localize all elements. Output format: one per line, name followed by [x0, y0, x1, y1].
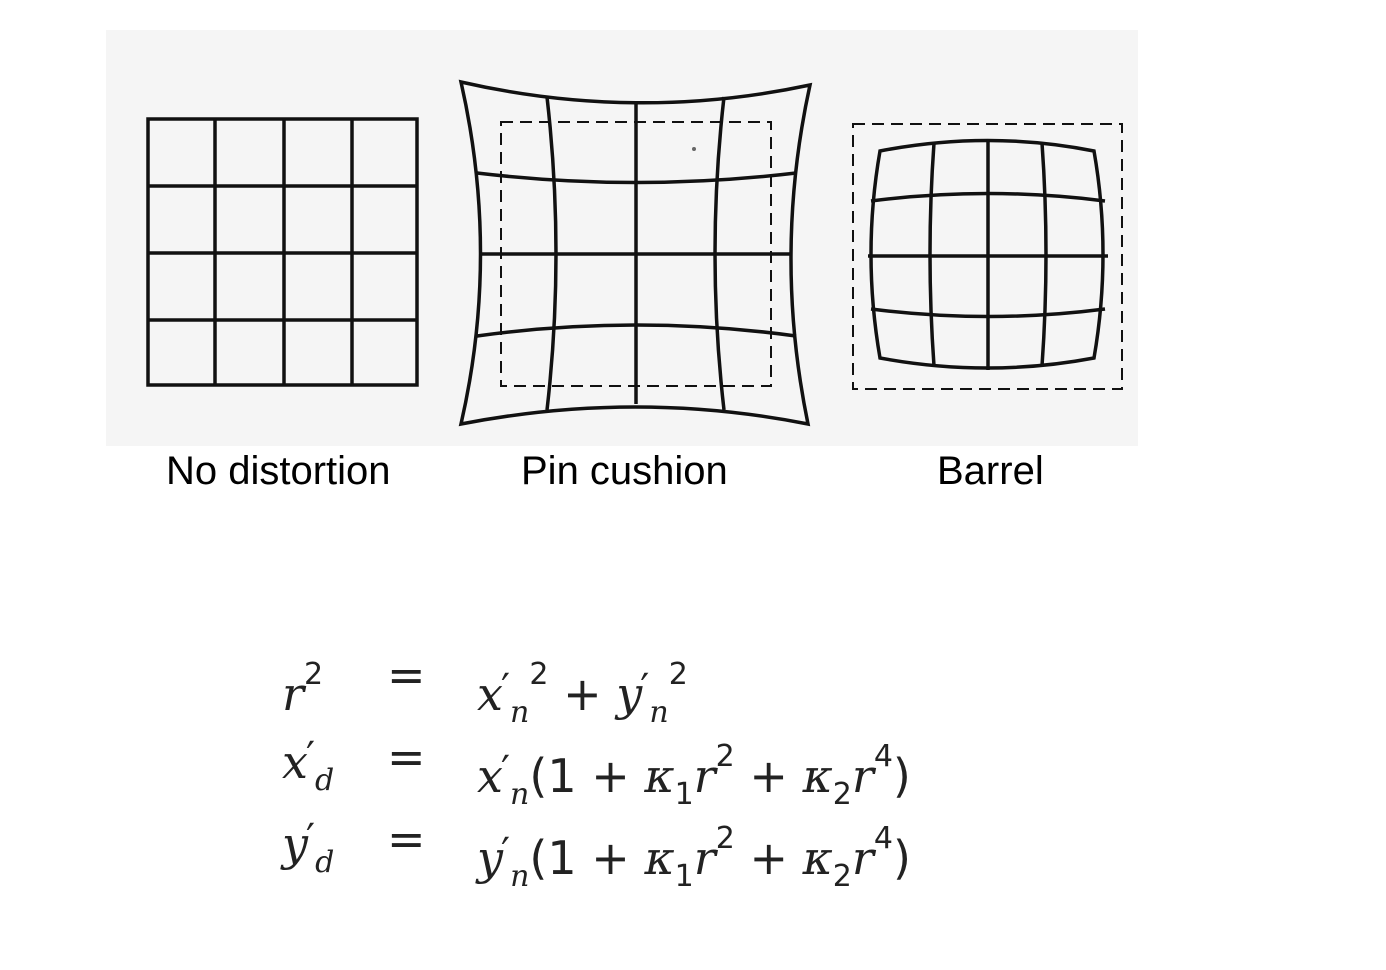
prime: ′: [500, 748, 511, 794]
exponent: 2: [715, 821, 735, 856]
subscript: n: [510, 859, 530, 894]
symbol-x: x: [477, 667, 503, 721]
symbol-kappa: κ: [644, 749, 675, 803]
grid-line: [476, 323, 797, 338]
paren: (: [529, 749, 548, 803]
equation-lhs: r2: [282, 640, 323, 729]
caption-barrel: Barrel: [937, 449, 1044, 493]
grid-line: [870, 191, 1106, 203]
symbol-x: x: [477, 749, 503, 803]
equals-sign: =: [387, 730, 426, 784]
prime: ′: [501, 830, 511, 876]
barrel-outline: [869, 138, 1105, 370]
symbol-kappa: κ: [802, 749, 833, 803]
symbol-kappa: κ: [802, 831, 833, 885]
barrel-reference-frame: [852, 123, 1123, 390]
exponent: 4: [873, 821, 893, 856]
plus-sign: +: [749, 831, 788, 885]
number: 1: [547, 749, 577, 803]
no-distortion-grid: [146, 117, 419, 387]
subscript: 2: [832, 859, 852, 894]
figure-panel: [106, 30, 1138, 446]
subscript: n: [510, 695, 530, 730]
prime: ′: [306, 816, 316, 862]
symbol-x: x: [282, 735, 308, 789]
grid-line: [476, 171, 797, 185]
symbol-kappa: κ: [644, 831, 675, 885]
pincushion-grid: [458, 79, 813, 427]
subscript: 1: [674, 777, 694, 812]
symbol-r: r: [693, 831, 716, 885]
exponent: 2: [715, 739, 735, 774]
number: 1: [547, 831, 577, 885]
symbol-r: r: [693, 749, 716, 803]
symbol-r: r: [282, 667, 304, 721]
subscript: d: [315, 763, 335, 798]
equation-lhs: y′d: [282, 804, 334, 898]
equation-rhs: y′n(1 + κ1r2 + κ2r4): [477, 804, 911, 912]
subscript: d: [315, 845, 335, 880]
subscript: n: [649, 695, 669, 730]
paren: (: [529, 831, 548, 885]
symbol-r: r: [851, 749, 874, 803]
prime: ′: [500, 666, 511, 712]
plus-sign: +: [591, 749, 630, 803]
caption-pin-cushion: Pin cushion: [521, 449, 728, 493]
exponent: 2: [668, 657, 688, 692]
distortion-illustrations: [146, 79, 1123, 427]
subscript: 1: [674, 859, 694, 894]
grid-line: [870, 307, 1106, 319]
exponent: 2: [304, 657, 324, 692]
pincushion-outline: [458, 79, 813, 427]
symbol-y: y: [616, 667, 643, 721]
paren: ): [892, 831, 911, 885]
prime: ′: [305, 734, 316, 780]
plus-sign: +: [591, 831, 630, 885]
exponent: 4: [873, 739, 893, 774]
plus-sign: +: [749, 749, 788, 803]
equals-sign: =: [387, 648, 426, 702]
caption-no-distortion: No distortion: [166, 449, 391, 493]
equation-lhs: x′d: [282, 722, 334, 816]
equation-rhs: x′n2 + y′n2: [477, 640, 688, 748]
symbol-y: y: [477, 831, 503, 885]
prime: ′: [640, 666, 650, 712]
subscript: 2: [832, 777, 852, 812]
paren: ): [892, 749, 911, 803]
subscript: n: [510, 777, 530, 812]
barrel-grid: [852, 123, 1123, 390]
symbol-r: r: [851, 831, 874, 885]
plus-sign: +: [563, 667, 602, 721]
equals-sign: =: [387, 812, 426, 866]
equation-rhs: x′n(1 + κ1r2 + κ2r4): [477, 722, 911, 830]
symbol-y: y: [282, 817, 308, 871]
exponent: 2: [529, 657, 549, 692]
speck: [692, 147, 696, 151]
